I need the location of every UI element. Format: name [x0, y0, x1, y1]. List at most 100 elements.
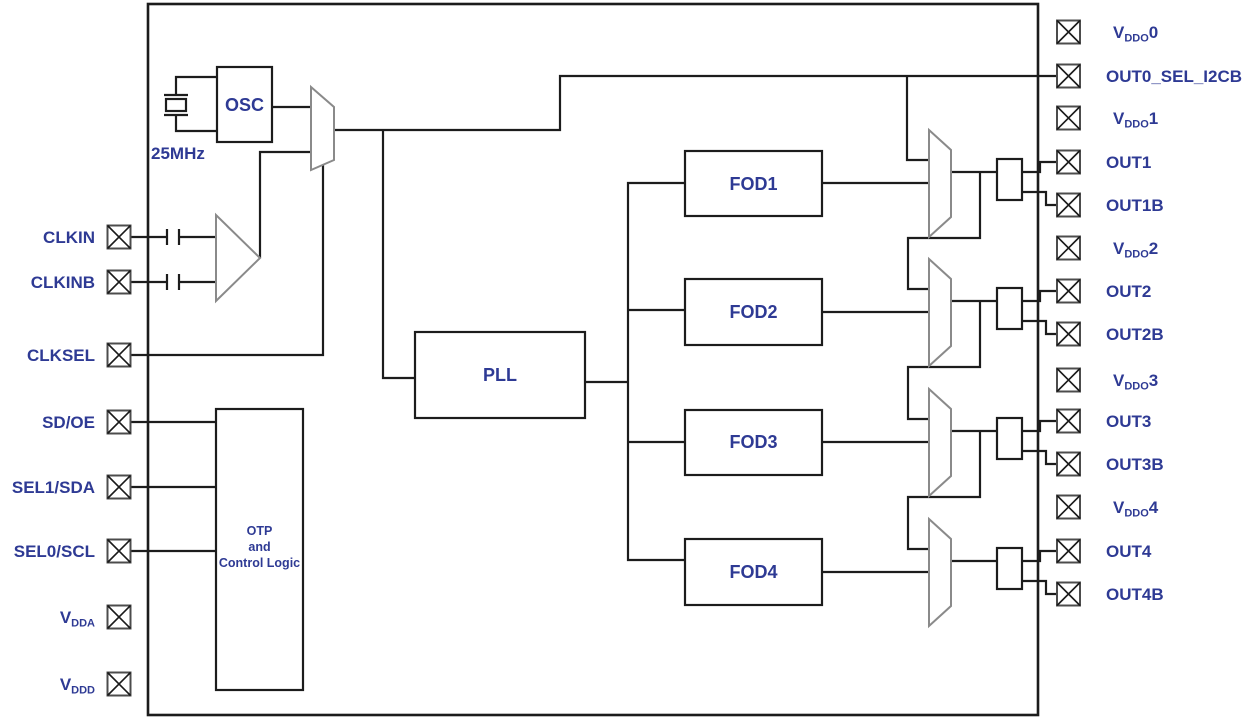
pin-label: CLKIN	[43, 228, 95, 247]
wire-refclk-trunk	[334, 74, 1057, 132]
io-pad-icon	[1056, 149, 1081, 175]
io-pad-icon	[1056, 19, 1081, 45]
pll-block: PLL	[413, 330, 587, 420]
wire-channel2	[906, 289, 1057, 421]
pin-label: OUT3B	[1106, 455, 1164, 474]
pin-label: VDDO1	[1113, 109, 1158, 131]
io-pad-icon	[1056, 367, 1081, 393]
pin-out0-sel-i2cb: OUT0_SEL_I2CB	[1056, 63, 1242, 89]
io-pad-icon	[106, 269, 132, 295]
chip-boundary	[146, 2, 1040, 717]
pin-label: OUT4	[1106, 542, 1152, 561]
crystal-icon	[164, 97, 188, 113]
io-pad-icon	[1056, 105, 1081, 131]
pin-label-main: V	[60, 675, 72, 694]
pin-label-subscript: DDO	[1124, 249, 1149, 261]
input-buffer-triangle-icon	[215, 212, 262, 304]
fod1-box	[683, 149, 824, 218]
osc-block: OSC	[215, 65, 274, 144]
io-pad-icon	[1056, 63, 1081, 89]
fod4-box	[683, 537, 824, 607]
io-pad-icon	[1056, 451, 1081, 477]
pin-label-post: 4	[1149, 498, 1159, 517]
otp-control-logic-block: OTP and Control Logic	[214, 407, 305, 692]
wire-clkinb	[131, 274, 217, 290]
pin-label-subscript: DDD	[71, 685, 95, 697]
io-pad-icon	[106, 604, 132, 630]
pin-label-main: V	[1113, 23, 1125, 42]
fod3-block: FOD3	[683, 408, 824, 477]
out4-driver-icon	[995, 546, 1024, 591]
wire-pll-to-fods	[585, 181, 685, 562]
otp-box	[214, 407, 305, 692]
pll-box	[413, 330, 587, 420]
pin-label-main: V	[1113, 371, 1125, 390]
pin-clksel: CLKSEL	[27, 342, 132, 368]
pin-out1: OUT1	[1056, 149, 1151, 175]
pin-out4b: OUT4B	[1056, 581, 1164, 607]
pin-label-main: V	[1113, 498, 1125, 517]
out2-driver-icon	[995, 286, 1024, 331]
wire-clksel	[131, 165, 325, 357]
pin-vddd: VDDD	[60, 671, 132, 697]
io-pad-icon	[1056, 538, 1081, 564]
pin-label-post: 3	[1149, 371, 1158, 390]
pin-label-main: V	[60, 608, 72, 627]
fod3-label: FOD3	[729, 432, 777, 452]
pin-vddo1: VDDO1	[1056, 105, 1158, 131]
fod3-box	[683, 408, 824, 477]
pin-label: VDDD	[60, 675, 95, 697]
fod2-box	[683, 277, 824, 347]
pin-out4: OUT4	[1056, 538, 1152, 564]
pin-out2: OUT2	[1056, 278, 1151, 304]
io-pad-icon	[1056, 494, 1081, 520]
pin-label-main: V	[1113, 239, 1125, 258]
pin-out1b: OUT1B	[1056, 192, 1164, 218]
out1-mux-icon	[928, 127, 952, 240]
pin-clkin: CLKIN	[43, 224, 132, 250]
wire-channel1	[906, 160, 1057, 291]
otp-label-line2: and	[248, 540, 270, 554]
io-pad-icon	[106, 474, 132, 500]
pin-label: OUT4B	[1106, 585, 1164, 604]
wire-mux-to-pll	[381, 130, 415, 380]
wire-bypass-to-mux1	[905, 76, 929, 162]
pin-label: VDDO4	[1113, 498, 1159, 520]
wire-channel4	[951, 549, 1057, 596]
fod2-label: FOD2	[729, 302, 777, 322]
io-pad-icon	[106, 409, 132, 435]
fod4-block: FOD4	[683, 537, 824, 607]
pin-sel0-scl: SEL0/SCL	[14, 538, 132, 564]
pin-label-post: 2	[1149, 239, 1158, 258]
pin-vdda: VDDA	[60, 604, 132, 630]
pin-label: VDDA	[60, 608, 95, 630]
pin-label: OUT1	[1106, 153, 1151, 172]
io-pad-icon	[1056, 408, 1081, 434]
pin-vddo4: VDDO4	[1056, 494, 1159, 520]
out3-mux-icon	[928, 386, 952, 499]
pin-label-subscript: DDO	[1124, 508, 1149, 520]
io-pad-icon	[106, 538, 132, 564]
pin-sd-oe: SD/OE	[42, 409, 132, 435]
pin-label-subscript: DDA	[71, 618, 95, 630]
fod1-block: FOD1	[683, 149, 824, 218]
fod2-block: FOD2	[683, 277, 824, 347]
wire-clkin	[131, 229, 217, 245]
wire-channel3	[906, 419, 1057, 551]
pins-left: CLKIN CLKINB CLKSEL SD/OE SEL1/SDA SEL0/…	[12, 224, 132, 697]
pll-label: PLL	[483, 365, 517, 385]
pin-label-main: V	[1113, 109, 1125, 128]
pin-label: VDDO2	[1113, 239, 1158, 261]
pin-out3b: OUT3B	[1056, 451, 1164, 477]
pin-vddo2: VDDO2	[1056, 235, 1158, 261]
pin-label: OUT3	[1106, 412, 1151, 431]
io-pad-icon	[1056, 278, 1081, 304]
pin-vddo0: VDDO0	[1056, 19, 1158, 45]
wire-buffer-to-mux	[258, 150, 311, 258]
pin-label: OUT1B	[1106, 196, 1164, 215]
otp-label-line3: Control Logic	[219, 556, 300, 570]
io-pad-icon	[106, 224, 132, 250]
pin-label: CLKINB	[31, 273, 95, 292]
